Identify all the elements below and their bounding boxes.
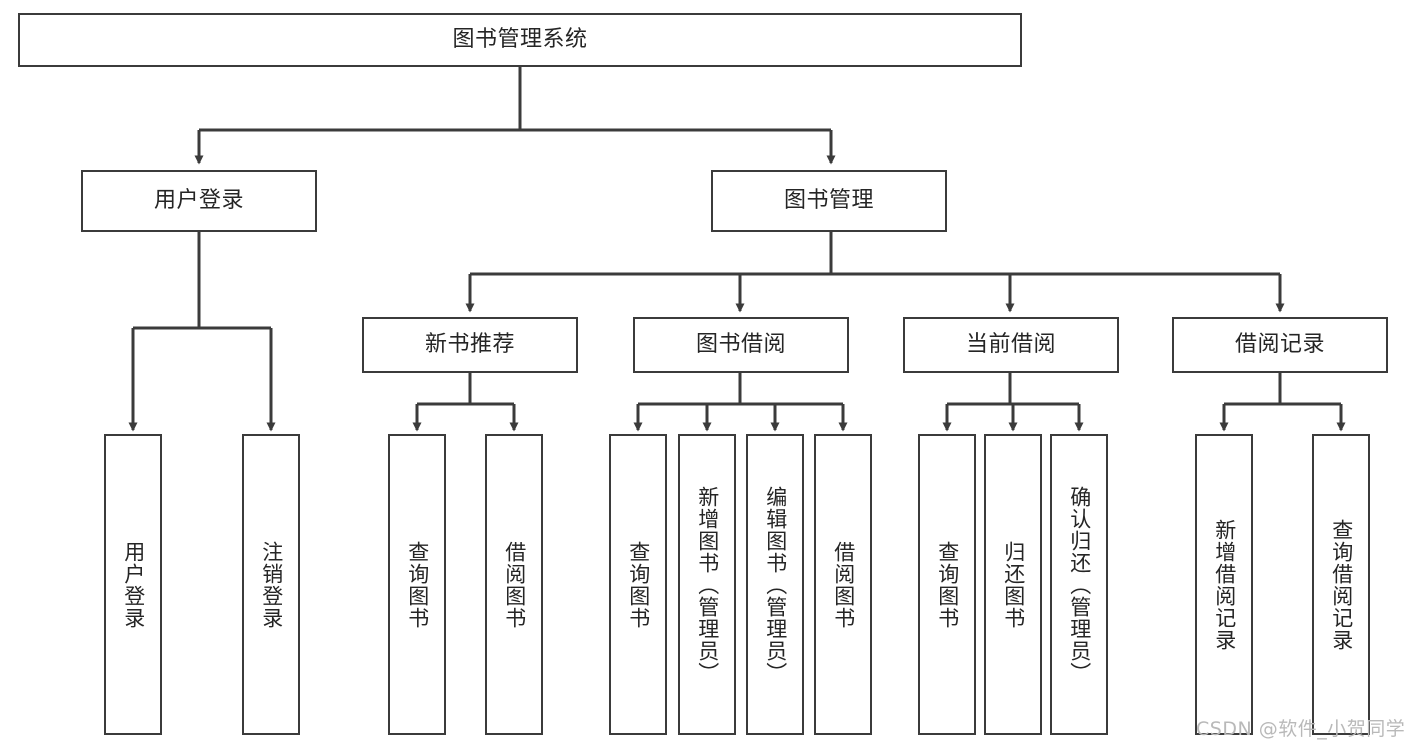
leaf-new-book-query[interactable]: 查询图书 <box>388 434 446 735</box>
leaf-user-login-signout[interactable]: 注销登录 <box>242 434 300 735</box>
node-book-borrow-label: 图书借阅 <box>695 332 786 358</box>
leaf-book-borrow-query-label: 查询图书 <box>626 540 651 629</box>
node-new-book-recommend[interactable]: 新书推荐 <box>362 317 578 373</box>
leaf-current-borrow-query-label: 查询图书 <box>935 540 960 629</box>
node-new-book-recommend-label: 新书推荐 <box>424 332 515 358</box>
leaf-current-borrow-query[interactable]: 查询图书 <box>918 434 976 735</box>
leaf-book-borrow-borrow[interactable]: 借阅图书 <box>814 434 872 735</box>
leaf-borrow-record-query[interactable]: 查询借阅记录 <box>1312 434 1370 735</box>
node-root-system-label: 图书管理系统 <box>452 27 588 53</box>
node-user-login[interactable]: 用户登录 <box>81 170 317 232</box>
leaf-new-book-borrow-label: 借阅图书 <box>502 540 527 629</box>
leaf-new-book-borrow[interactable]: 借阅图书 <box>485 434 543 735</box>
node-borrow-record[interactable]: 借阅记录 <box>1172 317 1388 373</box>
leaf-book-borrow-edit-label: 编辑图书（管理员） <box>763 485 788 684</box>
node-book-management-label: 图书管理 <box>783 188 874 214</box>
node-borrow-record-label: 借阅记录 <box>1234 332 1325 358</box>
leaf-book-borrow-add-label: 新增图书（管理员） <box>695 485 720 684</box>
node-book-management[interactable]: 图书管理 <box>711 170 947 232</box>
node-current-borrow[interactable]: 当前借阅 <box>903 317 1119 373</box>
leaf-user-login-signin-label: 用户登录 <box>121 540 146 629</box>
leaf-current-borrow-return[interactable]: 归还图书 <box>984 434 1042 735</box>
leaf-user-login-signin[interactable]: 用户登录 <box>104 434 162 735</box>
leaf-current-borrow-confirm-return[interactable]: 确认归还（管理员） <box>1050 434 1108 735</box>
leaf-borrow-record-query-label: 查询借阅记录 <box>1329 518 1354 651</box>
node-user-login-label: 用户登录 <box>153 188 244 214</box>
leaf-book-borrow-add[interactable]: 新增图书（管理员） <box>678 434 736 735</box>
leaf-current-borrow-confirm-return-label: 确认归还（管理员） <box>1067 485 1092 684</box>
leaf-book-borrow-query[interactable]: 查询图书 <box>609 434 667 735</box>
node-current-borrow-label: 当前借阅 <box>965 332 1056 358</box>
leaf-book-borrow-edit[interactable]: 编辑图书（管理员） <box>746 434 804 735</box>
leaf-new-book-query-label: 查询图书 <box>405 540 430 629</box>
node-book-borrow[interactable]: 图书借阅 <box>633 317 849 373</box>
csdn-watermark: CSDN @软件_小贺同学 <box>1196 718 1405 740</box>
leaf-book-borrow-borrow-label: 借阅图书 <box>831 540 856 629</box>
leaf-borrow-record-add[interactable]: 新增借阅记录 <box>1195 434 1253 735</box>
leaf-current-borrow-return-label: 归还图书 <box>1001 540 1026 629</box>
node-root-system[interactable]: 图书管理系统 <box>18 13 1022 67</box>
leaf-user-login-signout-label: 注销登录 <box>259 540 284 629</box>
leaf-borrow-record-add-label: 新增借阅记录 <box>1212 518 1237 651</box>
